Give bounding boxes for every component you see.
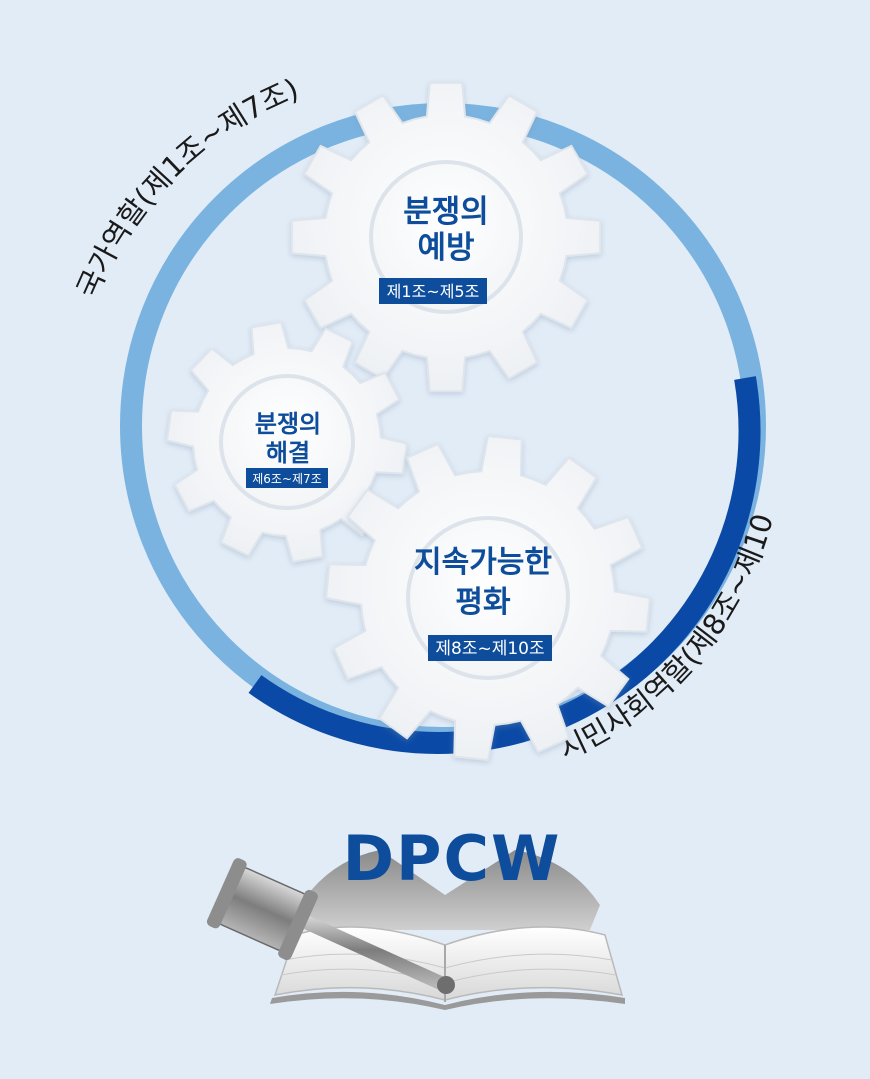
articles-tag: [379, 278, 487, 304]
gear-hub: [369, 160, 523, 314]
gear-title-line1: 분쟁의: [403, 194, 489, 230]
articles-tag-text: 제8조~제10조: [435, 639, 544, 659]
open-book-icon: [270, 850, 625, 1010]
gear-peace: 지속가능한 평화 제8조~제10조: [324, 434, 652, 762]
dpcw-emblem: DPCW: [206, 822, 625, 1010]
articles-tag-text: 제6조~제7조: [252, 472, 322, 486]
gavel-icon: [206, 858, 455, 994]
gear-title-line2: 평화: [455, 585, 511, 620]
gear-resolution: 분쟁의 해결 제6조~제7조: [165, 320, 409, 564]
gear-title-line1: 분쟁의: [255, 410, 321, 438]
gear-title-line2: 해결: [266, 439, 310, 467]
gear-group: 분쟁의 예방 제1조~제5조 분쟁의 해결 제6조~제7조 지속가능한 평화 제…: [165, 81, 652, 762]
articles-tag: [246, 468, 328, 488]
gear-prevention: 분쟁의 예방 제1조~제5조: [290, 81, 602, 393]
gear-title-line2: 예방: [417, 230, 474, 266]
articles-tag-text: 제1조~제5조: [387, 282, 480, 301]
articles-tag: [428, 635, 552, 661]
dpcw-logo-text: DPCW: [343, 822, 562, 895]
gear-title-line1: 지속가능한: [414, 545, 552, 580]
